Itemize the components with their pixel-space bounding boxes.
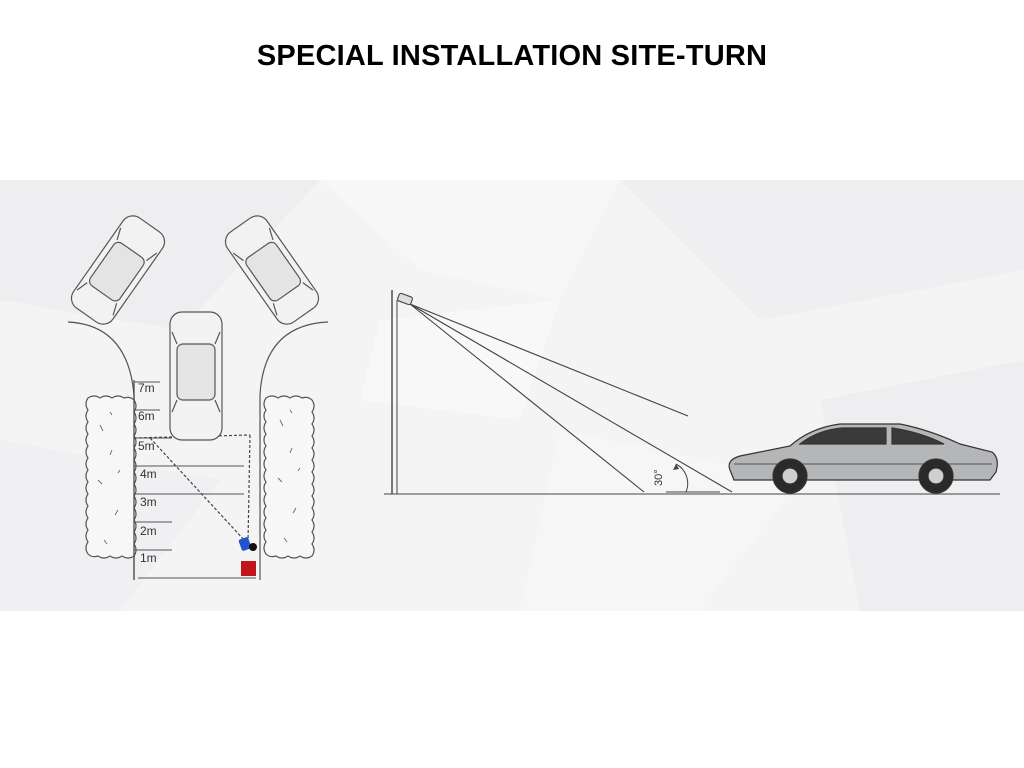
camera-view-left <box>149 437 247 543</box>
camera-view-right <box>247 434 251 543</box>
distance-label-1m: 1m <box>140 551 157 565</box>
distance-label-2m: 2m <box>140 524 157 538</box>
bush-texture <box>97 409 301 545</box>
slide-title: SPECIAL INSTALLATION SITE-TURN <box>256 40 768 72</box>
distance-label-7m: 7m <box>138 381 155 395</box>
bush-left <box>85 395 137 559</box>
view-line-top <box>409 303 689 417</box>
car-top-left <box>70 215 166 325</box>
detection-line <box>133 434 251 439</box>
view-line-middle <box>409 303 733 493</box>
side-camera-icon <box>397 292 413 306</box>
plan-view <box>67 215 329 580</box>
distance-label-4m: 4m <box>140 467 157 481</box>
distance-labels: 7m 6m 5m 4m 3m 2m 1m <box>138 381 157 565</box>
side-view <box>384 290 1000 495</box>
car-side <box>728 423 998 494</box>
car-top-right <box>224 215 320 325</box>
road-edge-right <box>259 321 329 580</box>
distance-label-6m: 6m <box>138 409 155 423</box>
diagram-canvas: 7m 6m 5m 4m 3m 2m 1m <box>0 180 1024 611</box>
camera-lens-icon <box>249 543 257 551</box>
bush-right <box>263 395 315 559</box>
angle-label: 30° <box>653 469 665 486</box>
angle-arrow-icon <box>673 464 679 470</box>
distance-label-5m: 5m <box>138 439 155 453</box>
camera-icon <box>238 537 252 551</box>
distance-label-3m: 3m <box>140 495 157 509</box>
car-top-center <box>169 311 223 441</box>
diagram-panel: 7m 6m 5m 4m 3m 2m 1m <box>0 180 1024 611</box>
barrier-box-icon <box>241 561 256 576</box>
view-line-bottom <box>409 303 645 493</box>
plan-devices <box>238 537 257 576</box>
angle-arc <box>675 463 689 493</box>
distance-ticks <box>134 381 256 579</box>
